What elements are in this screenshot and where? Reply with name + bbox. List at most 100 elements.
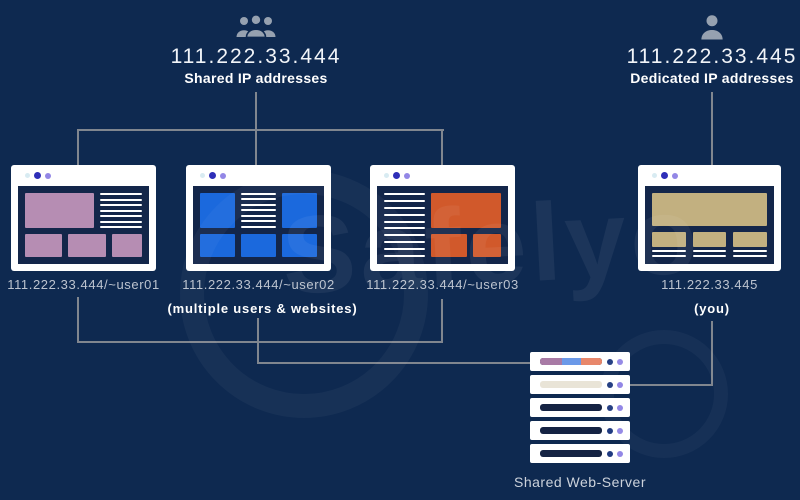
page-text-line	[733, 250, 768, 252]
page-text-line	[241, 225, 276, 228]
page-text-line	[241, 209, 276, 212]
window-control-dot	[200, 173, 205, 178]
page-text-line	[384, 234, 426, 237]
page-tile	[652, 232, 686, 247]
page-tile	[68, 234, 106, 257]
window-control-dot	[209, 172, 216, 179]
browser-titlebar	[370, 165, 515, 186]
page-text-line	[100, 198, 142, 201]
dedicated-ip-label: Dedicated IP addresses	[630, 70, 794, 86]
page-text-line	[241, 214, 276, 217]
server-led	[607, 450, 613, 457]
server-led	[617, 404, 623, 411]
dedicated-ip-address: 111.222.33.445	[626, 45, 798, 68]
page-text-line	[100, 204, 142, 207]
server-unit	[530, 398, 630, 417]
server-led	[607, 404, 613, 411]
page-text-line	[241, 198, 276, 201]
connector-line	[257, 362, 530, 364]
connector-line	[77, 129, 79, 166]
connector-line	[77, 129, 444, 131]
page-tile	[431, 233, 468, 257]
page-hero-block	[431, 193, 501, 228]
server-label: Shared Web-Server	[514, 474, 646, 490]
browser-url-user01: 111.222.33.444/~user01	[7, 277, 160, 292]
page-tile	[241, 233, 276, 257]
window-control-dot	[672, 172, 678, 179]
server-unit	[530, 421, 630, 440]
page-text-line	[384, 227, 426, 230]
page-text-line	[100, 193, 142, 195]
browser-url-user03: 111.222.33.444/~user03	[366, 277, 519, 292]
you-caption: (you)	[694, 301, 730, 316]
server-slot	[540, 381, 602, 388]
browser-window-user01	[11, 165, 156, 271]
page-text-lines	[100, 193, 142, 229]
server-seg-site3	[580, 358, 602, 365]
shared-ip-label: Shared IP addresses	[184, 70, 328, 86]
page-tile	[733, 232, 768, 247]
page-text-line	[384, 199, 426, 202]
server-led	[607, 427, 613, 434]
page-text-line	[733, 255, 768, 257]
page-text-line	[384, 220, 426, 223]
page-tile	[473, 233, 501, 257]
page-tile	[200, 233, 235, 257]
connector-line	[77, 297, 79, 343]
page-text-line	[241, 203, 276, 206]
dedicated-ip-hub: 111.222.33.445 Dedicated IP addresses	[602, 12, 800, 86]
page-tile	[282, 233, 317, 257]
browser-titlebar	[11, 165, 156, 186]
connector-line	[441, 299, 443, 343]
window-control-dot	[220, 172, 226, 179]
page-text-line	[100, 215, 142, 218]
window-control-dot	[404, 172, 410, 179]
dedicated-user-icon	[602, 12, 800, 42]
page-tile	[692, 232, 727, 247]
webpage-mockup	[18, 186, 149, 264]
window-control-dot	[25, 173, 30, 178]
server-led	[617, 381, 623, 388]
page-tile	[200, 193, 235, 228]
connector-line	[255, 129, 257, 166]
page-text-lines	[241, 193, 276, 228]
page-tile	[111, 234, 143, 257]
server-slot	[540, 427, 602, 434]
window-control-dot	[45, 172, 51, 179]
shared-ip-hub: 111.222.33.444 Shared IP addresses	[146, 12, 366, 86]
connector-line	[77, 341, 443, 343]
page-text-line	[652, 255, 686, 257]
connector-line	[441, 129, 443, 166]
browser-titlebar	[186, 165, 331, 186]
connector-line	[711, 321, 713, 386]
page-text-line	[384, 206, 426, 209]
page-text-line	[652, 250, 686, 252]
page-text-line	[100, 209, 142, 212]
shared-ip-address: 111.222.33.444	[170, 45, 342, 68]
window-control-dot	[384, 173, 389, 178]
page-text-line	[692, 250, 727, 252]
connector-line	[711, 92, 713, 166]
window-control-dot	[34, 172, 41, 179]
page-hero-block	[25, 193, 95, 229]
server-slot-multisite	[540, 358, 602, 365]
page-text-line	[692, 255, 727, 257]
server-unit	[530, 444, 630, 463]
connector-line	[257, 318, 259, 364]
connector-line	[630, 384, 713, 386]
page-text-line	[241, 193, 276, 195]
window-control-dot	[661, 172, 668, 179]
page-hero-block	[652, 193, 767, 227]
browser-url-user02: 111.222.33.444/~user02	[182, 277, 335, 292]
browser-window-you	[638, 165, 781, 271]
connector-line	[255, 92, 257, 130]
page-tile	[25, 234, 63, 257]
page-text-line	[384, 248, 426, 250]
page-text-lines	[384, 193, 426, 257]
server-slot	[540, 450, 602, 457]
page-text-line	[384, 241, 426, 244]
webpage-mockup	[645, 186, 774, 264]
page-tile	[282, 193, 317, 228]
server-led	[607, 358, 613, 365]
